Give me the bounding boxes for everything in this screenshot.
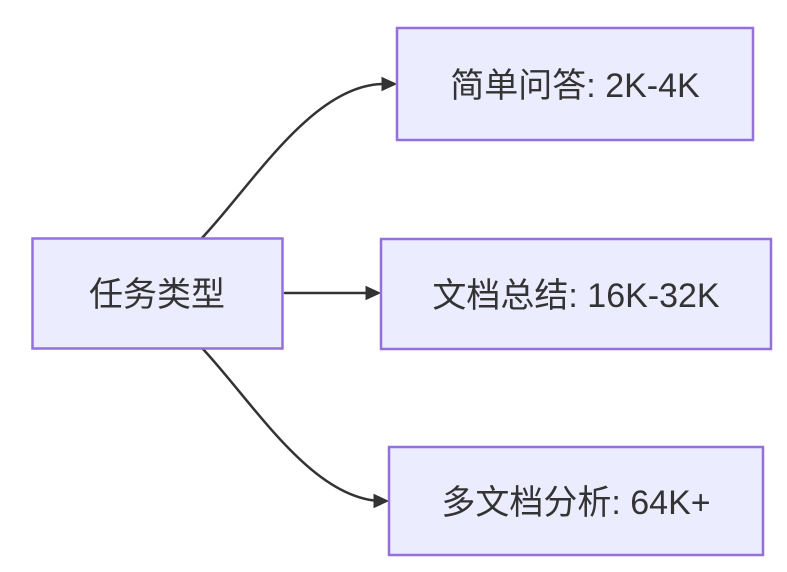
node-doc-summary-label: 文档总结: 16K-32K (432, 277, 720, 315)
node-simple-qa-label: 简单问答: 2K-4K (450, 67, 700, 105)
arrowhead-multi-doc (373, 493, 390, 509)
node-doc-summary: 文档总结: 16K-32K (379, 237, 773, 351)
node-task-type-box (31, 237, 284, 350)
node-task-type-label: 任务类型 (89, 276, 225, 314)
node-multi-doc-box (387, 445, 765, 557)
node-layer: 任务类型 简单问答: 2K-4K 文档总结: 16K-32K 多文档分析: 64… (31, 26, 773, 557)
node-multi-doc-label: 多文档分析: 64K+ (441, 484, 710, 522)
arrowhead-doc-summary (365, 285, 382, 301)
node-simple-qa-box (395, 26, 755, 142)
node-multi-doc: 多文档分析: 64K+ (387, 445, 765, 557)
arrowhead-simple-qa (381, 76, 398, 92)
edge-layer (200, 76, 398, 509)
edge-task-type-to-simple-qa (200, 82, 384, 240)
node-simple-qa: 简单问答: 2K-4K (395, 26, 755, 142)
node-doc-summary-box (379, 237, 773, 351)
node-task-type: 任务类型 (31, 237, 284, 350)
edge-task-type-to-multi-doc (200, 346, 384, 503)
